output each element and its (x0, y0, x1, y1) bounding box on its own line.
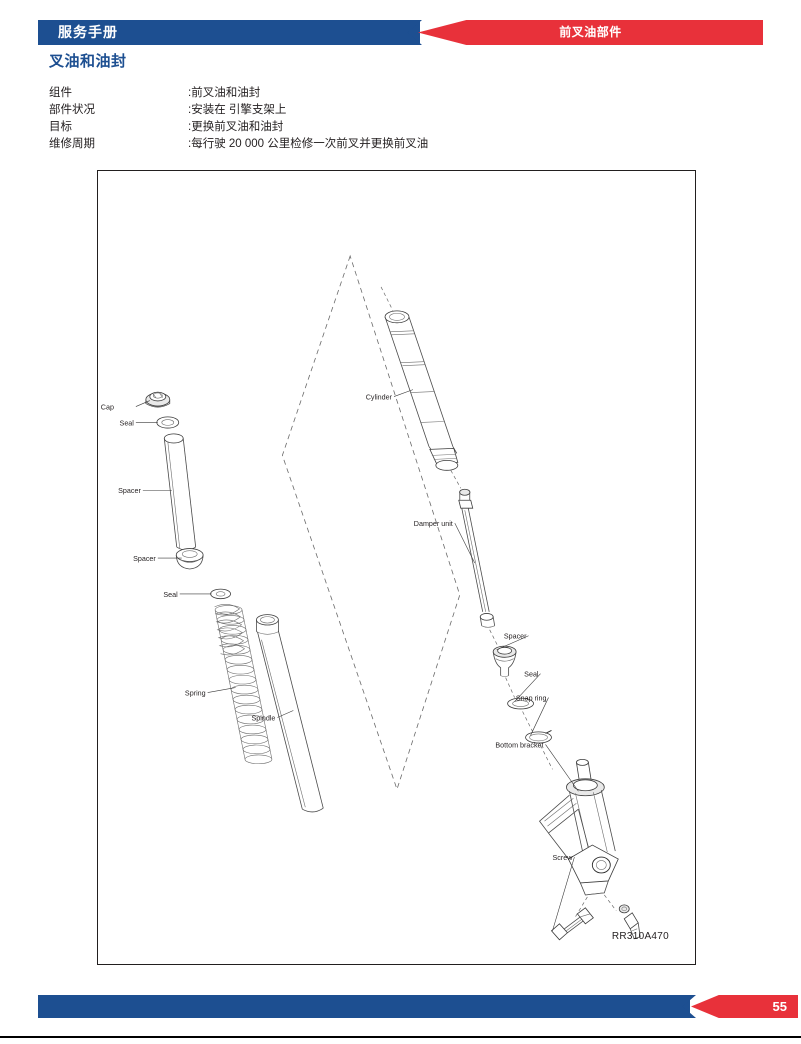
cap-leader (135, 400, 150, 407)
exploded-diagram-panel: .ln { fill:none; stroke:#4a4a4a; stroke-… (97, 170, 696, 965)
seal-lower-part (507, 697, 534, 710)
callout-seal-lower: Seal (524, 671, 539, 679)
spindle-part (256, 614, 324, 813)
spec-label: 维修周期 (49, 138, 95, 150)
table-row: 维修周期 :每行驶 20 000 公里检修一次前叉并更换前叉油 (49, 135, 689, 152)
page-footer: 55 (38, 995, 798, 1018)
spec-value: :安装在 引擎支架上 (188, 104, 287, 116)
page-bottom-rule (0, 1036, 801, 1038)
footer-red-band: 55 (691, 995, 798, 1018)
callout-cap: Cap (101, 404, 114, 412)
page-header: 前叉油部件 服务手册 (38, 20, 763, 45)
callout-snap-ring: Snap ring (516, 695, 547, 703)
snap-ring-leader (530, 697, 549, 736)
header-manual-label: 服务手册 (58, 24, 118, 40)
callout-damper-unit: Damper unit (414, 520, 453, 528)
callout-spring: Spring (185, 690, 206, 698)
callout-seal-upper: Seal (120, 419, 135, 427)
callout-spacer-upper: Spacer (118, 487, 141, 495)
spec-value: :更换前叉油和油封 (188, 121, 284, 133)
diagram-reference-code: RR310A470 (611, 931, 669, 942)
page-number: 55 (772, 999, 787, 1014)
seal-upper-part (156, 416, 180, 429)
callout-spacer-mid: Spacer (133, 555, 156, 563)
spring-leader (207, 687, 236, 693)
cylinder-leader (393, 389, 414, 397)
spring-part (214, 604, 273, 765)
spacer-upper-part (163, 433, 197, 551)
callout-cylinder: Cylinder (366, 394, 393, 402)
callout-spacer-lower: Spacer (504, 633, 527, 641)
page-title: 叉油和油封 (49, 53, 127, 70)
callout-screw: Screw (553, 854, 574, 862)
screw-leader (552, 856, 575, 931)
seal-lower-leader (514, 673, 541, 702)
bottom-bracket-part (538, 758, 619, 896)
footer-blue-band (38, 995, 690, 1018)
fork-exploded-view: .ln { fill:none; stroke:#4a4a4a; stroke-… (101, 254, 641, 941)
left-subassembly (145, 391, 324, 813)
spindle-leader (277, 710, 294, 718)
spec-value: :前叉油和油封 (188, 87, 261, 99)
spec-value: :每行驶 20 000 公里检修一次前叉并更换前叉油 (188, 138, 429, 150)
header-section-label: 前叉油部件 (559, 25, 622, 39)
table-row: 组件 :前叉油和油封 (49, 84, 689, 101)
footer-chevron-notch-icon (668, 995, 696, 1018)
callout-layer: Cap Seal Spacer Spacer Seal Spring Spind… (101, 389, 579, 931)
spacer-lower-part (492, 645, 517, 677)
header-red-band: 前叉油部件 (418, 20, 763, 45)
damper-unit-leader (454, 523, 476, 564)
cap-part (145, 391, 171, 408)
spacer-mid-part (175, 548, 204, 570)
cylinder-part (384, 310, 459, 471)
right-subassembly (380, 286, 641, 941)
table-row: 目标 :更换前叉油和油封 (49, 118, 689, 135)
callout-seal-mid: Seal (163, 591, 178, 599)
seal-mid-part (210, 588, 231, 600)
snap-ring-part (525, 730, 552, 744)
table-row: 部件状况 :安装在 引擎支架上 (49, 101, 689, 118)
spec-label: 目标 (49, 121, 72, 133)
bottom-bracket-leader (545, 744, 579, 792)
callout-bottom-bracket: Bottom bracket (495, 741, 543, 749)
spacer-lower-leader (496, 635, 529, 650)
header-blue-band (38, 20, 420, 45)
spec-table: 组件 :前叉油和油封 部件状况 :安装在 引擎支架上 目标 :更换前叉油和油封 … (49, 84, 689, 152)
spec-label: 部件状况 (49, 104, 95, 116)
spec-label: 组件 (49, 87, 72, 99)
damper-unit-part (458, 488, 496, 628)
callout-spindle: Spindle (252, 714, 276, 722)
screw-part (550, 894, 641, 941)
